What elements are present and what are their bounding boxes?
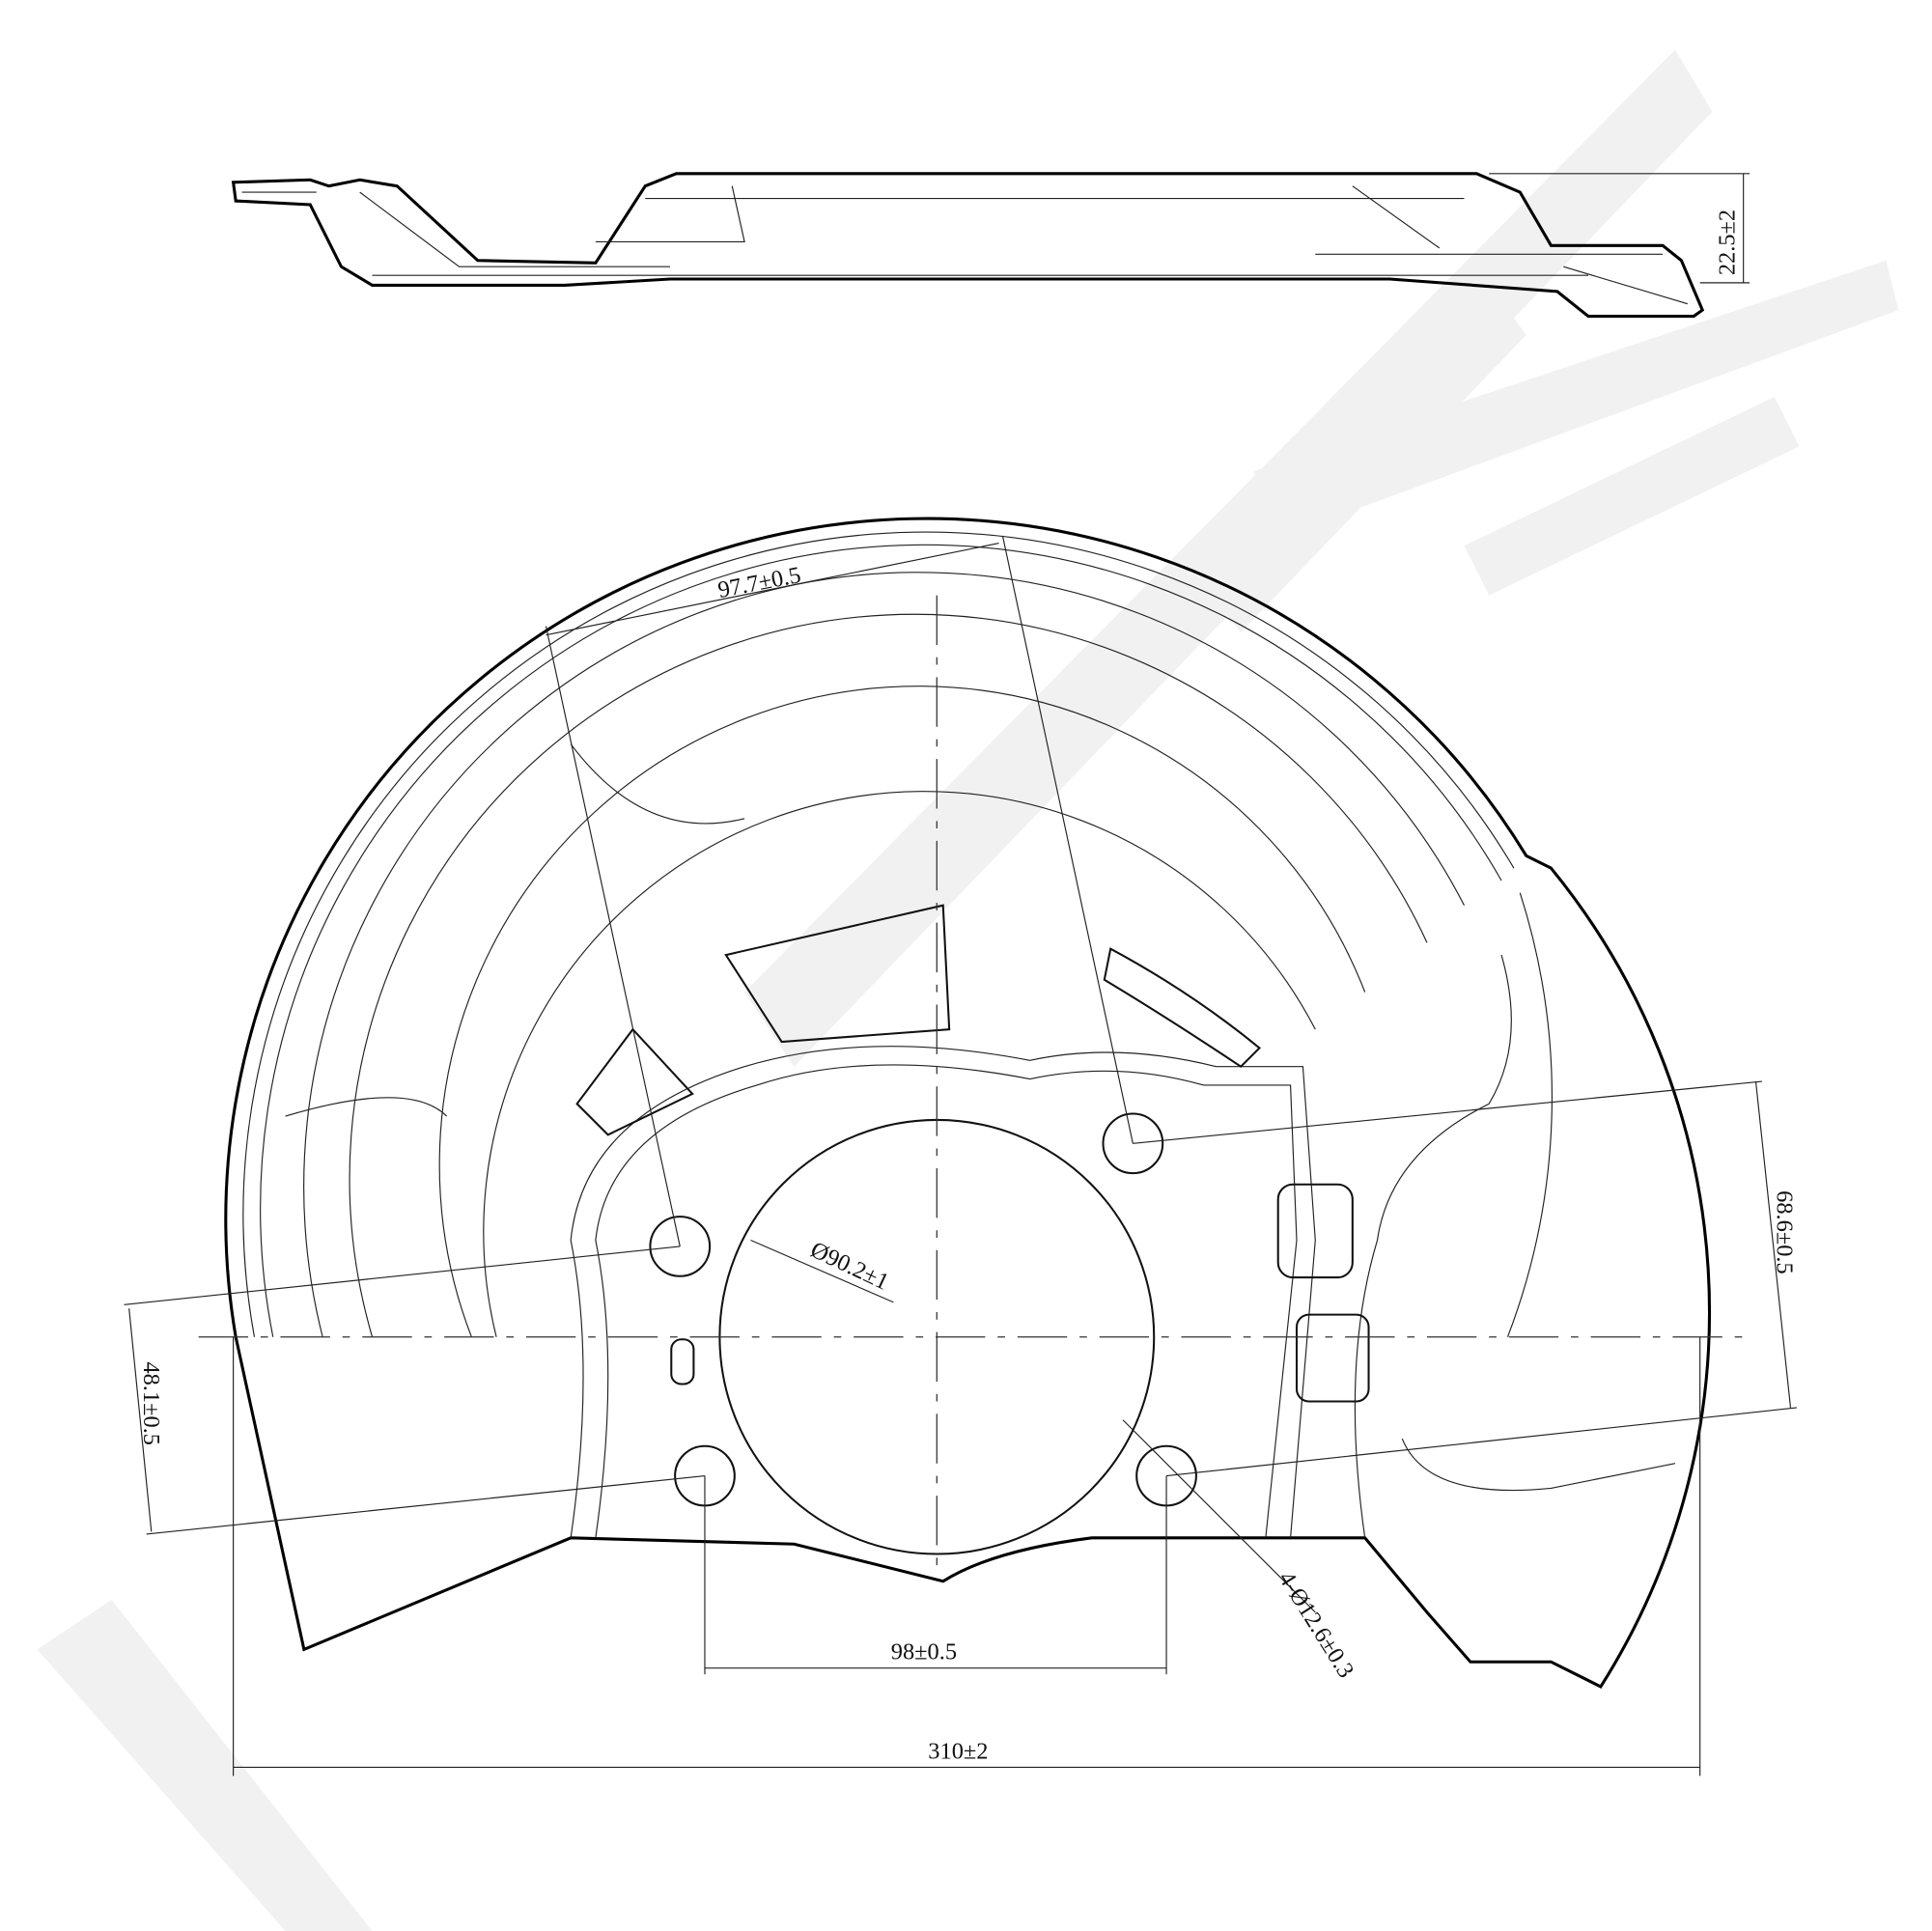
front-view [198, 517, 1744, 1689]
overall-width-dimension: 310±2 [928, 1738, 988, 1764]
vent-slot [1295, 1313, 1370, 1403]
bolt-hole [649, 1216, 712, 1277]
height-dimension: 22.5±2 [1715, 210, 1741, 275]
vent-slot [575, 1027, 694, 1136]
left-offset-dimension: 48.1±0.5 [138, 1361, 164, 1445]
side-profile-view: 22.5±2 [231, 172, 1750, 319]
slot [670, 1338, 695, 1385]
bore-dimension: Ø90.2±1 [806, 1237, 892, 1296]
bolt-hole [1102, 1112, 1164, 1175]
bolt-hole-dimension: 4-Ø12.6±0.3 [1274, 1567, 1359, 1683]
vent-slot [1276, 1183, 1354, 1279]
bolt-spacing-dimension: 98±0.5 [891, 1639, 957, 1665]
vent-slot [1103, 947, 1261, 1069]
dimensions: 97.7±0.5 Ø90.2±1 68.6±0.5 48.1±0.5 98±0.… [124, 535, 1797, 1777]
right-offset-dimension: 68.6±0.5 [1771, 1190, 1797, 1274]
bolt-diagonal-dimension: 97.7±0.5 [715, 562, 802, 603]
watermark [37, 49, 1899, 1931]
vent-slot [724, 904, 951, 1044]
shield-outline [224, 517, 1711, 1689]
